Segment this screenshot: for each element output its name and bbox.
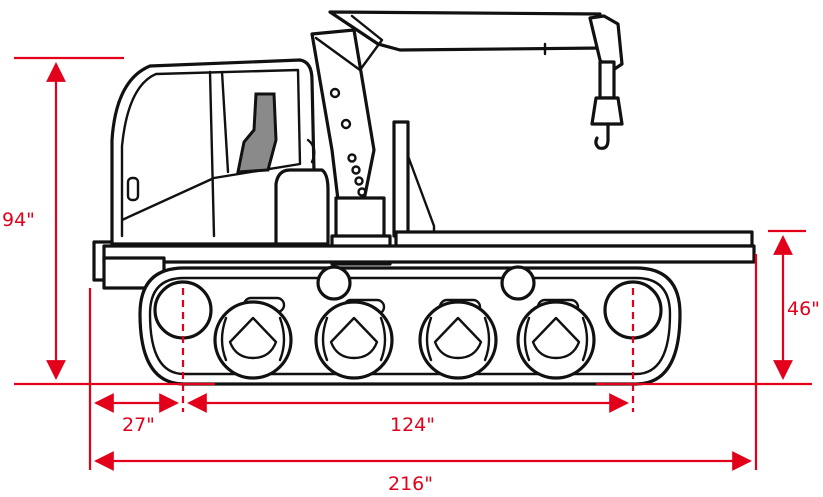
- road-wheel: [213, 300, 293, 380]
- flat-deck: [392, 120, 754, 264]
- vehicle-drawing: [92, 10, 756, 386]
- crane-cylinder: [314, 14, 384, 72]
- top-roller: [500, 265, 536, 301]
- crane-tip-joint: [588, 14, 624, 74]
- label-124: 124": [390, 414, 435, 436]
- crane-hanging-arm: [598, 60, 616, 100]
- operator-seat: [236, 92, 278, 174]
- road-wheel: [418, 300, 498, 380]
- hook-icon: [594, 122, 610, 150]
- crane-base: [334, 196, 386, 240]
- label-216: 216": [388, 473, 433, 495]
- hook-block: [590, 96, 624, 126]
- road-wheel: [516, 300, 596, 380]
- deck-platform: [394, 230, 754, 248]
- label-94: 94": [2, 209, 35, 231]
- crane: [310, 10, 624, 266]
- dimension-lines: 94" 46" 27" 124" 216": [2, 56, 820, 495]
- engine-housing: [274, 168, 330, 246]
- top-roller: [316, 265, 352, 301]
- label-46: 46": [787, 298, 820, 320]
- crane-boom: [328, 10, 606, 52]
- label-27: 27": [122, 414, 155, 436]
- road-wheel: [314, 300, 394, 380]
- headache-rack: [392, 120, 410, 238]
- chassis-frame: [102, 244, 756, 264]
- track-assembly: [138, 265, 682, 386]
- cab: [92, 58, 330, 282]
